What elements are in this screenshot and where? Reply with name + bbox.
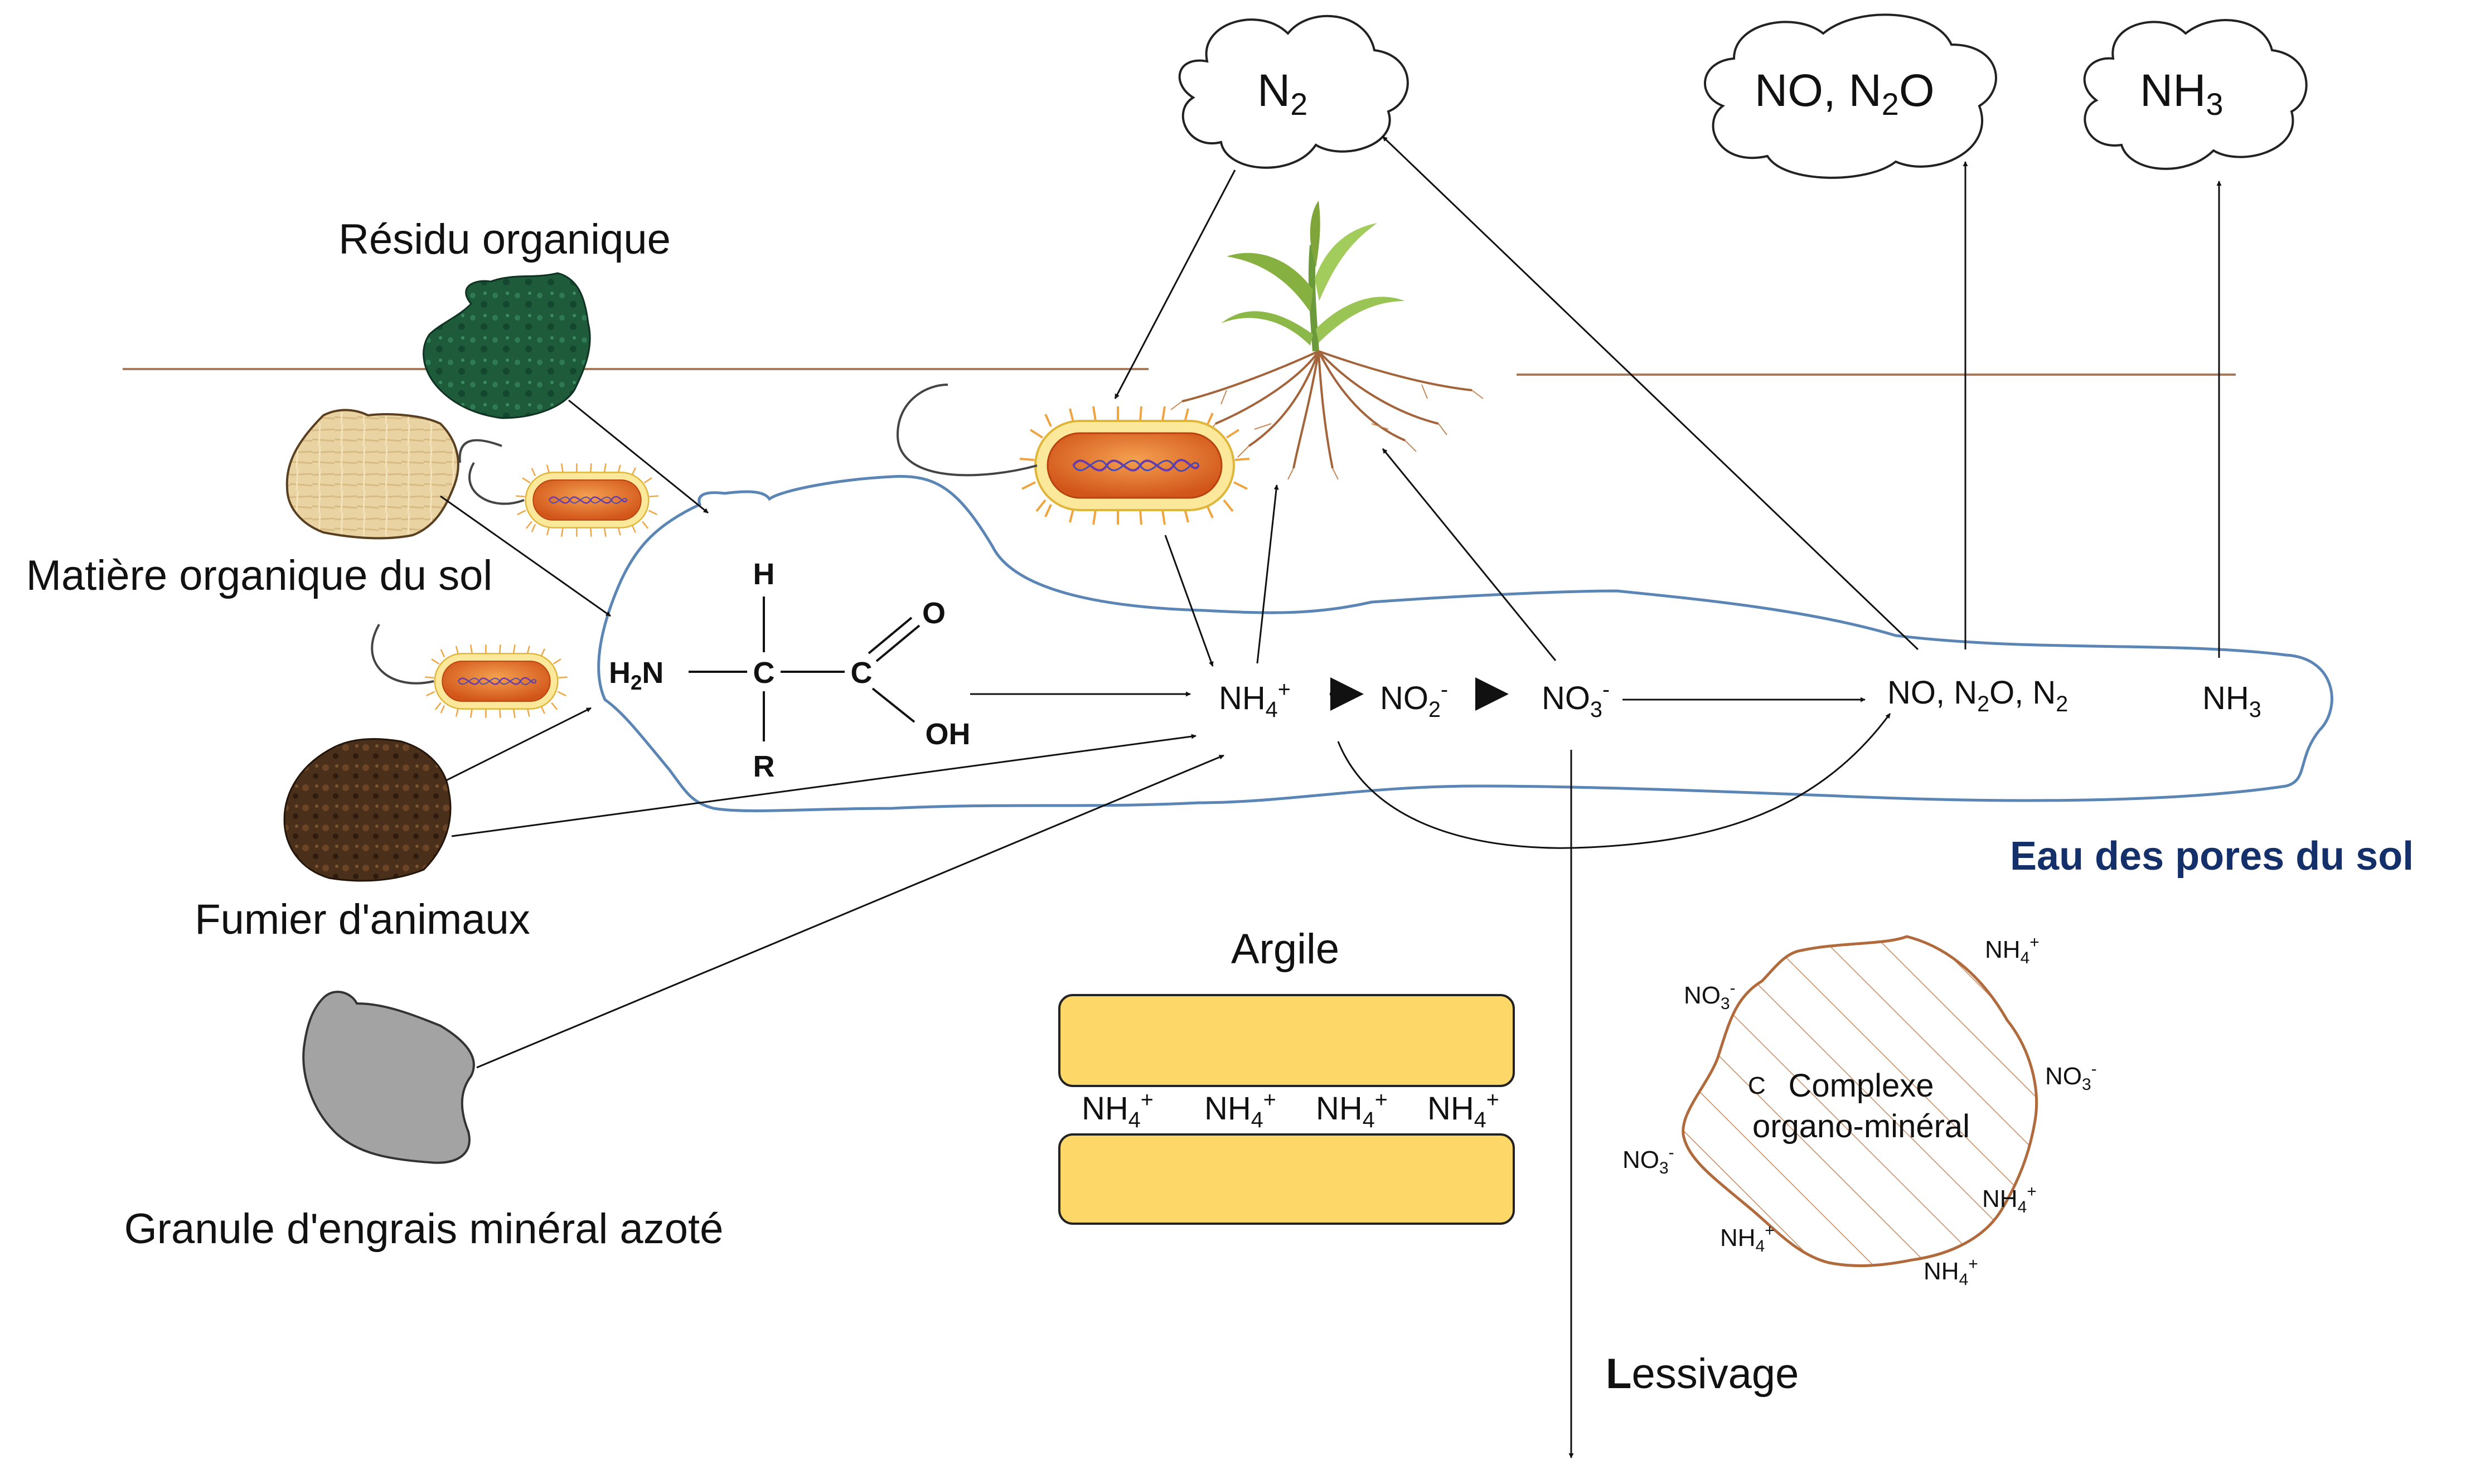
cloud-nh3-label: NH3	[2140, 65, 2223, 122]
amino-acid-r: R	[753, 750, 775, 783]
animal-manure-label: Fumier d'animaux	[195, 896, 530, 943]
complex-ion-4: NO3-	[1622, 1143, 1674, 1177]
soil-om-flagellum	[458, 439, 502, 463]
cloud-nh3: NH3	[2083, 19, 2308, 170]
complex-ion-7: NH4+	[1924, 1255, 1978, 1289]
pore-water-outline	[597, 474, 2333, 812]
arrow-no3-to-plant	[1382, 448, 1557, 661]
gases-label: NO, N2O, N2	[1887, 675, 2068, 716]
complex-title-line2: organo-minéral	[1752, 1108, 1970, 1144]
plant-icon	[1170, 201, 1484, 480]
fertilizer-granule-label: Granule d'engrais minéral azoté	[124, 1205, 724, 1253]
soil-organic-matter-label: Matière organique du sol	[26, 552, 493, 599]
arrow-nh4-to-plant	[1256, 484, 1279, 664]
organic-residue-label: Résidu organique	[338, 216, 671, 263]
cloud-no-n2o: NO, N2O	[1703, 13, 1997, 179]
bacterium-middle-icon	[515, 463, 659, 537]
clay-layer-bottom	[1058, 1133, 1515, 1225]
clay-ion-1: NH4+	[1082, 1088, 1154, 1132]
no2-label: NO2-	[1380, 677, 1448, 722]
arrow-manure-to-nh4	[451, 734, 1197, 837]
cloud-no-n2o-label: NO, N2O	[1755, 65, 1935, 122]
arrow-gases-to-n2	[1382, 135, 1919, 651]
amino-acid-structure: H H2N C C O OH R	[609, 557, 971, 783]
nh4-label: NH4+	[1219, 677, 1291, 722]
complex-ion-5: NH4+	[1982, 1182, 2037, 1216]
bacterium-left-icon	[424, 644, 568, 719]
bacterium-middle-flagellum	[468, 462, 525, 505]
complex-ion-3: NO3-	[2045, 1060, 2097, 1094]
clay-ion-3: NH4+	[1316, 1088, 1388, 1132]
clay-title: Argile	[1231, 925, 1339, 973]
arrow-nh4-to-gases-curve	[1337, 713, 1891, 849]
arrow-fertilizer-to-nh4	[476, 754, 1224, 1069]
amino-acid-oh: OH	[926, 717, 971, 751]
pore-water-label: Eau des pores du sol	[2010, 834, 2414, 879]
amino-acid-h2n: H2N	[609, 656, 663, 694]
nh3-label: NH3	[2202, 680, 2261, 722]
complex-ion-6: NH4+	[1720, 1221, 1775, 1255]
cloud-n2-label: N2	[1257, 65, 1307, 122]
arrow-bacterium-to-nh4	[1164, 535, 1214, 667]
arrow-n2-to-bacterium	[1114, 169, 1236, 399]
clay-ion-2: NH4+	[1204, 1088, 1276, 1132]
clay-ion-4: NH4+	[1427, 1088, 1499, 1132]
bacterium-top-flagellum	[896, 384, 1038, 477]
arrow-som-to-pore	[440, 495, 611, 617]
clay-layer-top	[1058, 994, 1515, 1087]
complex-title-line1: Complexe	[1788, 1068, 1934, 1104]
bacterium-left-flagellum	[371, 624, 434, 685]
organic-residue-icon	[423, 272, 591, 419]
amino-acid-h: H	[753, 557, 775, 591]
fertilizer-granule-icon	[302, 991, 475, 1164]
amino-acid-o: O	[922, 596, 946, 630]
no3-label: NO3-	[1542, 677, 1610, 722]
leaching-label: Lessivage	[1606, 1350, 1799, 1398]
animal-manure-icon	[283, 738, 452, 882]
arrow-manure-to-bacterium	[445, 707, 592, 782]
soil-organic-matter-icon	[285, 409, 459, 540]
amino-acid-c-carboxyl: C	[851, 656, 873, 690]
amino-acid-c-alpha: C	[753, 656, 775, 690]
cloud-n2: N2	[1178, 14, 1409, 169]
organo-mineral-complex-outline	[1682, 935, 2038, 1267]
complex-stray-letter: C	[1748, 1072, 1766, 1099]
arrow-residue-to-pore	[568, 399, 709, 514]
complex-ion-1: NH4+	[1985, 933, 2040, 967]
complex-ion-2: NO3-	[1684, 979, 1736, 1013]
